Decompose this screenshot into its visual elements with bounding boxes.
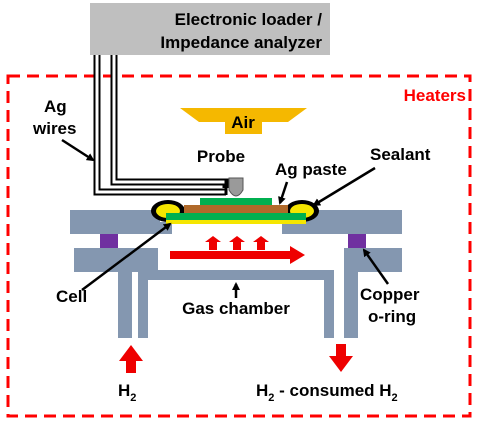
cell-substrate [166,220,306,224]
copper-oring-right [348,234,366,248]
chamber-wall-right [344,248,358,338]
cell-label: Cell [56,287,87,306]
h2-out-label: H2 - consumed H2 [256,381,398,404]
instrument-label-line1: Electronic loader / [175,10,323,29]
ag-wires-pointer [61,138,95,162]
gas-chamber-label: Gas chamber [182,299,290,318]
cell-electrolyte [184,205,288,213]
h2-in-base: H [118,381,130,400]
copper-oring-left [100,234,118,248]
top-plate-step-right [282,222,304,234]
heaters-label: Heaters [404,86,466,105]
sealant-pointer [312,166,376,207]
h2-out-arrow [329,344,353,372]
probe-label: Probe [197,147,245,166]
ag-paste-label: Ag paste [275,160,347,179]
h2-in-label: H2 [118,381,136,404]
sealant-label: Sealant [370,145,431,164]
ag-paste-pointer [278,181,289,205]
copper-oring-label-line2: o-ring [368,307,416,326]
heaters-frame [6,74,472,418]
h2-in-arrow [119,345,143,373]
air-arrow [180,108,307,134]
up-arrow-3 [253,236,269,250]
gas-flow-arrow [170,246,305,264]
chamber-wall-left [118,248,132,338]
h2-out-sub2: 2 [392,392,398,404]
heaters-label-bg [386,82,468,108]
h2-out-part2: - consumed H [274,381,391,400]
fuel-up-arrows [205,236,269,250]
h2-out-part1: H [256,381,268,400]
instrument-label-line2: Impedance analyzer [160,33,322,52]
instrument-box [90,3,330,55]
cell-cathode [200,198,272,205]
ag-wires-label-line2: wires [32,119,76,138]
h2-in-sub: 2 [130,392,136,404]
cell-pointer [81,222,172,291]
up-arrow-2 [229,236,245,250]
air-label: Air [231,113,255,132]
top-plate-left [70,210,160,234]
lower-flange-left [74,248,158,272]
ag-wire-inner-2 [112,55,226,184]
up-arrow-1 [205,236,221,250]
inner-gas-tube [138,270,334,338]
copper-oring-pointer [362,248,390,285]
ag-wire-inner [95,55,226,194]
cell-anode [166,213,306,220]
probe-tip [228,177,244,197]
ag-wires-label-line1: Ag [44,97,67,116]
h2-out-sub1: 2 [268,392,274,404]
copper-oring-label-line1: Copper [360,285,420,304]
